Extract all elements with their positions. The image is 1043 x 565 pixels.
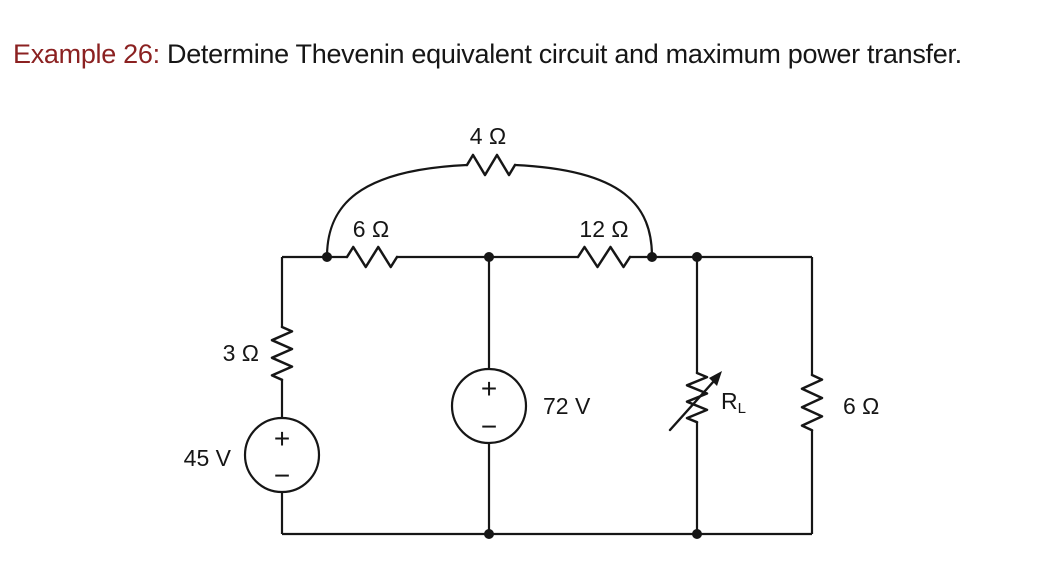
source-45v-label: 45 V <box>184 445 232 471</box>
top-rail <box>282 245 812 269</box>
resistor-4ohm-label: 4 Ω <box>470 123 506 149</box>
middle-branch: + − <box>450 257 528 534</box>
junction-nodes <box>322 252 702 539</box>
resistor-3ohm <box>270 325 294 382</box>
right-branch <box>800 257 824 534</box>
page-title: Example 26: Determine Thevenin equivalen… <box>13 39 962 70</box>
node-top-middle <box>484 252 494 262</box>
wire-bridge-left-curve <box>325 163 468 258</box>
resistor-3ohm-label: 3 Ω <box>223 340 259 366</box>
plus-sign-45v: + <box>274 423 290 454</box>
resistor-6ohm-top <box>345 245 399 269</box>
bridge-branch <box>325 153 654 258</box>
minus-sign-45v: − <box>274 460 290 491</box>
resistor-6ohm-right-label: 6 Ω <box>843 393 879 419</box>
resistor-6ohm-right <box>800 373 824 432</box>
load-resistor-label: RL <box>721 388 746 417</box>
variable-resistor-arrowhead <box>709 371 722 386</box>
title-text: Determine Thevenin equivalent circuit an… <box>159 39 962 69</box>
load-label-base: R <box>721 388 738 414</box>
resistor-6ohm-top-label: 6 Ω <box>353 216 389 242</box>
source-72v-label: 72 V <box>543 393 591 419</box>
plus-sign-72v: + <box>481 373 497 404</box>
node-bottom-load <box>692 529 702 539</box>
wire-bridge-right-curve <box>514 163 654 258</box>
minus-sign-72v: − <box>481 411 497 442</box>
component-labels: 4 Ω 6 Ω 12 Ω 3 Ω 45 V 72 V RL 6 Ω <box>184 123 880 471</box>
resistor-load <box>685 371 709 424</box>
node-top-left <box>322 252 332 262</box>
example-number-label: Example 26: <box>13 39 160 69</box>
left-branch: + − <box>243 257 321 534</box>
resistor-12ohm-label: 12 Ω <box>579 216 628 242</box>
resistor-12ohm <box>576 245 632 269</box>
node-top-bridge-right <box>647 252 657 262</box>
node-top-load <box>692 252 702 262</box>
resistor-4ohm <box>465 153 517 177</box>
load-label-subscript: L <box>738 400 746 417</box>
node-bottom-middle <box>484 529 494 539</box>
load-branch <box>668 257 722 534</box>
variable-resistor-arrow <box>668 379 716 432</box>
